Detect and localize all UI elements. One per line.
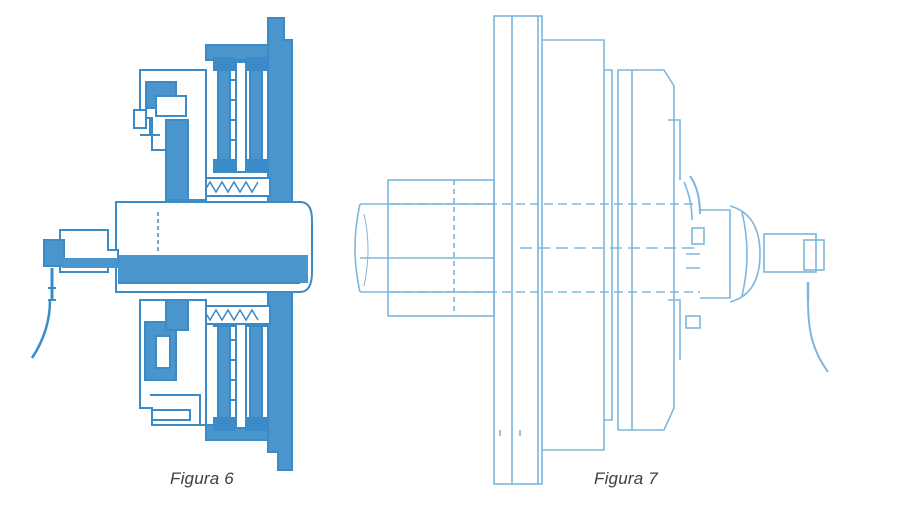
figure-6-drawing xyxy=(30,17,313,471)
rotary-union-fig7 xyxy=(763,233,817,273)
shaft-center-band xyxy=(118,255,308,283)
shaft-left xyxy=(360,203,494,293)
figure-6-caption: Figura 6 xyxy=(170,469,234,488)
hose-fig6 xyxy=(30,299,52,359)
figure-7-caption: Figura 7 xyxy=(594,469,658,488)
flange-plate xyxy=(493,15,543,485)
hose-fig7 xyxy=(807,299,829,373)
figure-7-drawing xyxy=(354,15,829,485)
shaft-right xyxy=(700,209,731,299)
cover-flange xyxy=(617,69,675,431)
lower-disc-pack xyxy=(213,313,267,431)
hub-left xyxy=(387,179,495,317)
housing-body xyxy=(542,39,605,451)
upper-disc-pack xyxy=(213,57,267,173)
housing-top xyxy=(205,44,269,61)
